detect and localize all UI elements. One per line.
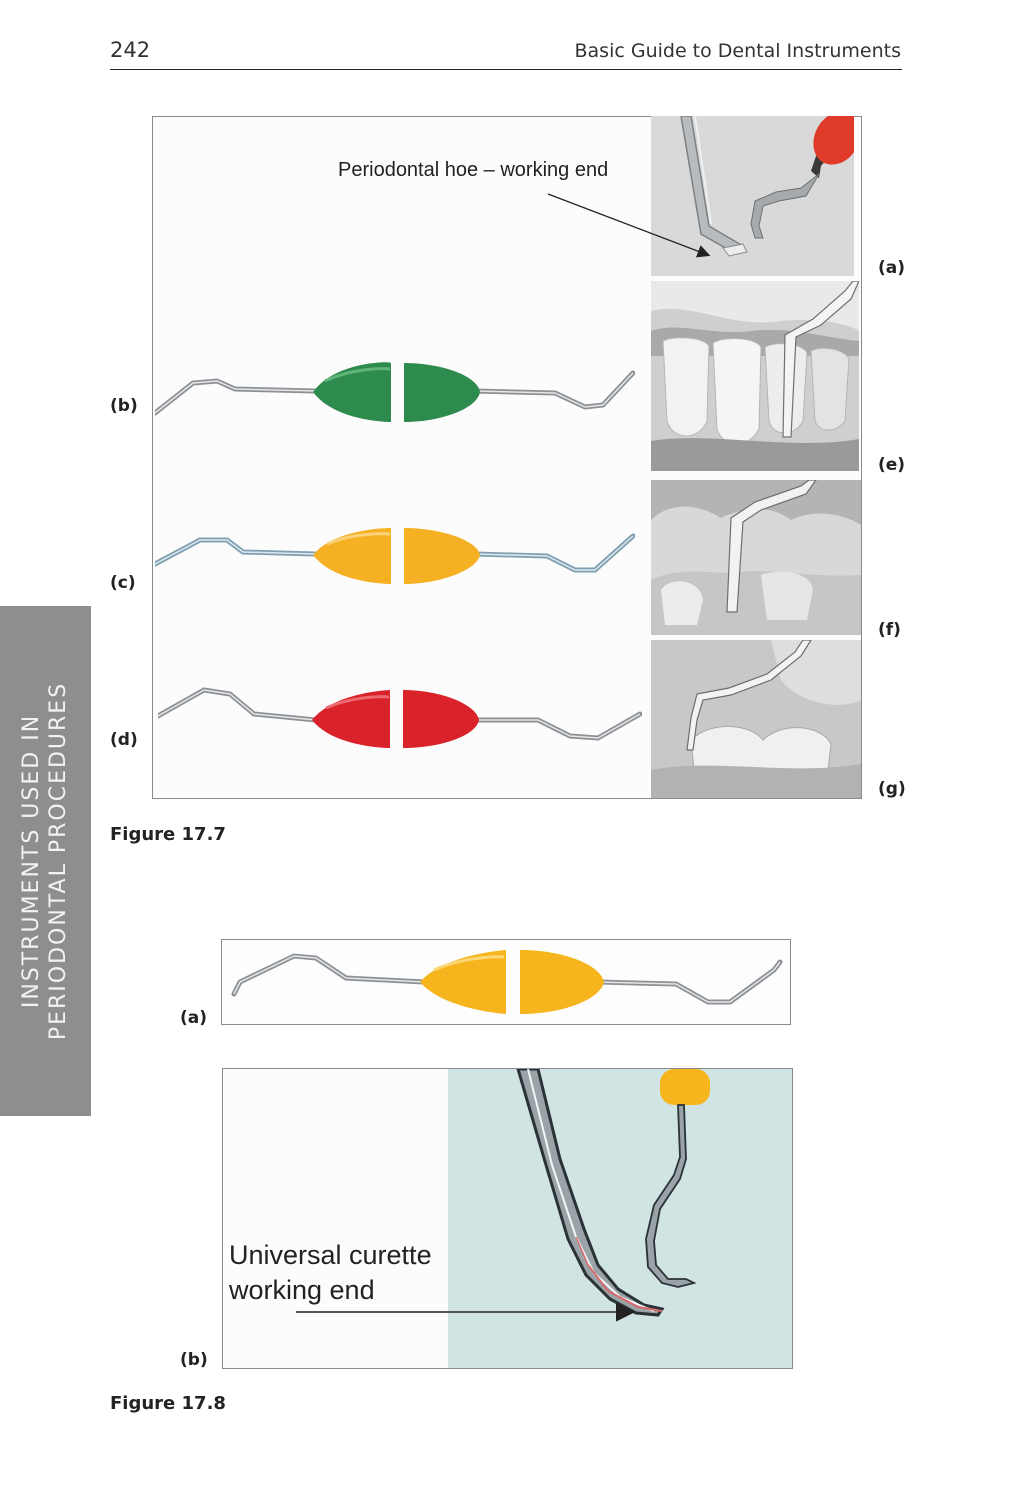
red-handle-tip xyxy=(813,116,854,165)
figure-17-7-label-f: (f) xyxy=(878,620,901,640)
figure-17-7-label-b: (b) xyxy=(110,396,138,416)
figure-17-7-label-e: (e) xyxy=(878,455,906,475)
page-number: 242 xyxy=(110,38,151,62)
figure-17-7-caption: Figure 17.7 xyxy=(110,824,226,845)
header-rule xyxy=(110,69,902,70)
chapter-side-tab-text: INSTRUMENTS USED IN PERIODONTAL PROCEDUR… xyxy=(18,682,72,1040)
figure-17-8-photo-b-curette-closeup xyxy=(448,1069,792,1368)
figure-17-8-caption: Figure 17.8 xyxy=(110,1393,226,1414)
figure-17-8-label-b: (b) xyxy=(180,1350,208,1370)
running-title: Basic Guide to Dental Instruments xyxy=(574,40,902,62)
yellow-handle-top xyxy=(660,1069,710,1105)
figure-17-7-instrument-b-green xyxy=(155,355,635,430)
figure-17-7-photo-g-molars xyxy=(651,640,861,798)
side-tab-line-2: PERIODONTAL PROCEDURES xyxy=(46,681,71,1041)
figure-17-8-label-a: (a) xyxy=(180,1008,208,1028)
figure-17-8-instrument-a-yellow-curette xyxy=(228,944,784,1020)
figure-17-7-label-d: (d) xyxy=(110,730,138,750)
periodontal-hoe-callout: Periodontal hoe – working end xyxy=(338,159,609,181)
hoe-callout-arrow xyxy=(547,193,711,258)
figure-17-7-instrument-d-red xyxy=(158,686,642,752)
figure-17-7-label-g: (g) xyxy=(878,779,906,799)
figure-17-7-label-a: (a) xyxy=(878,258,906,278)
curette-callout-line-2: working end xyxy=(229,1275,375,1305)
figure-17-7-photo-e-anterior-teeth xyxy=(651,281,859,471)
figure-17-7-photo-a-hoe-closeup xyxy=(651,116,854,276)
figure-17-7-photo-f-posterior-teeth xyxy=(651,480,861,635)
figure-17-7-instrument-c-yellow xyxy=(155,524,635,590)
side-tab-line-1: INSTRUMENTS USED IN xyxy=(19,713,44,1009)
chapter-side-tab xyxy=(0,606,91,1116)
curette-callout-arrow xyxy=(296,1302,636,1322)
curette-callout-line-1: Universal curette xyxy=(229,1240,432,1270)
figure-17-7-label-c: (c) xyxy=(110,573,136,593)
